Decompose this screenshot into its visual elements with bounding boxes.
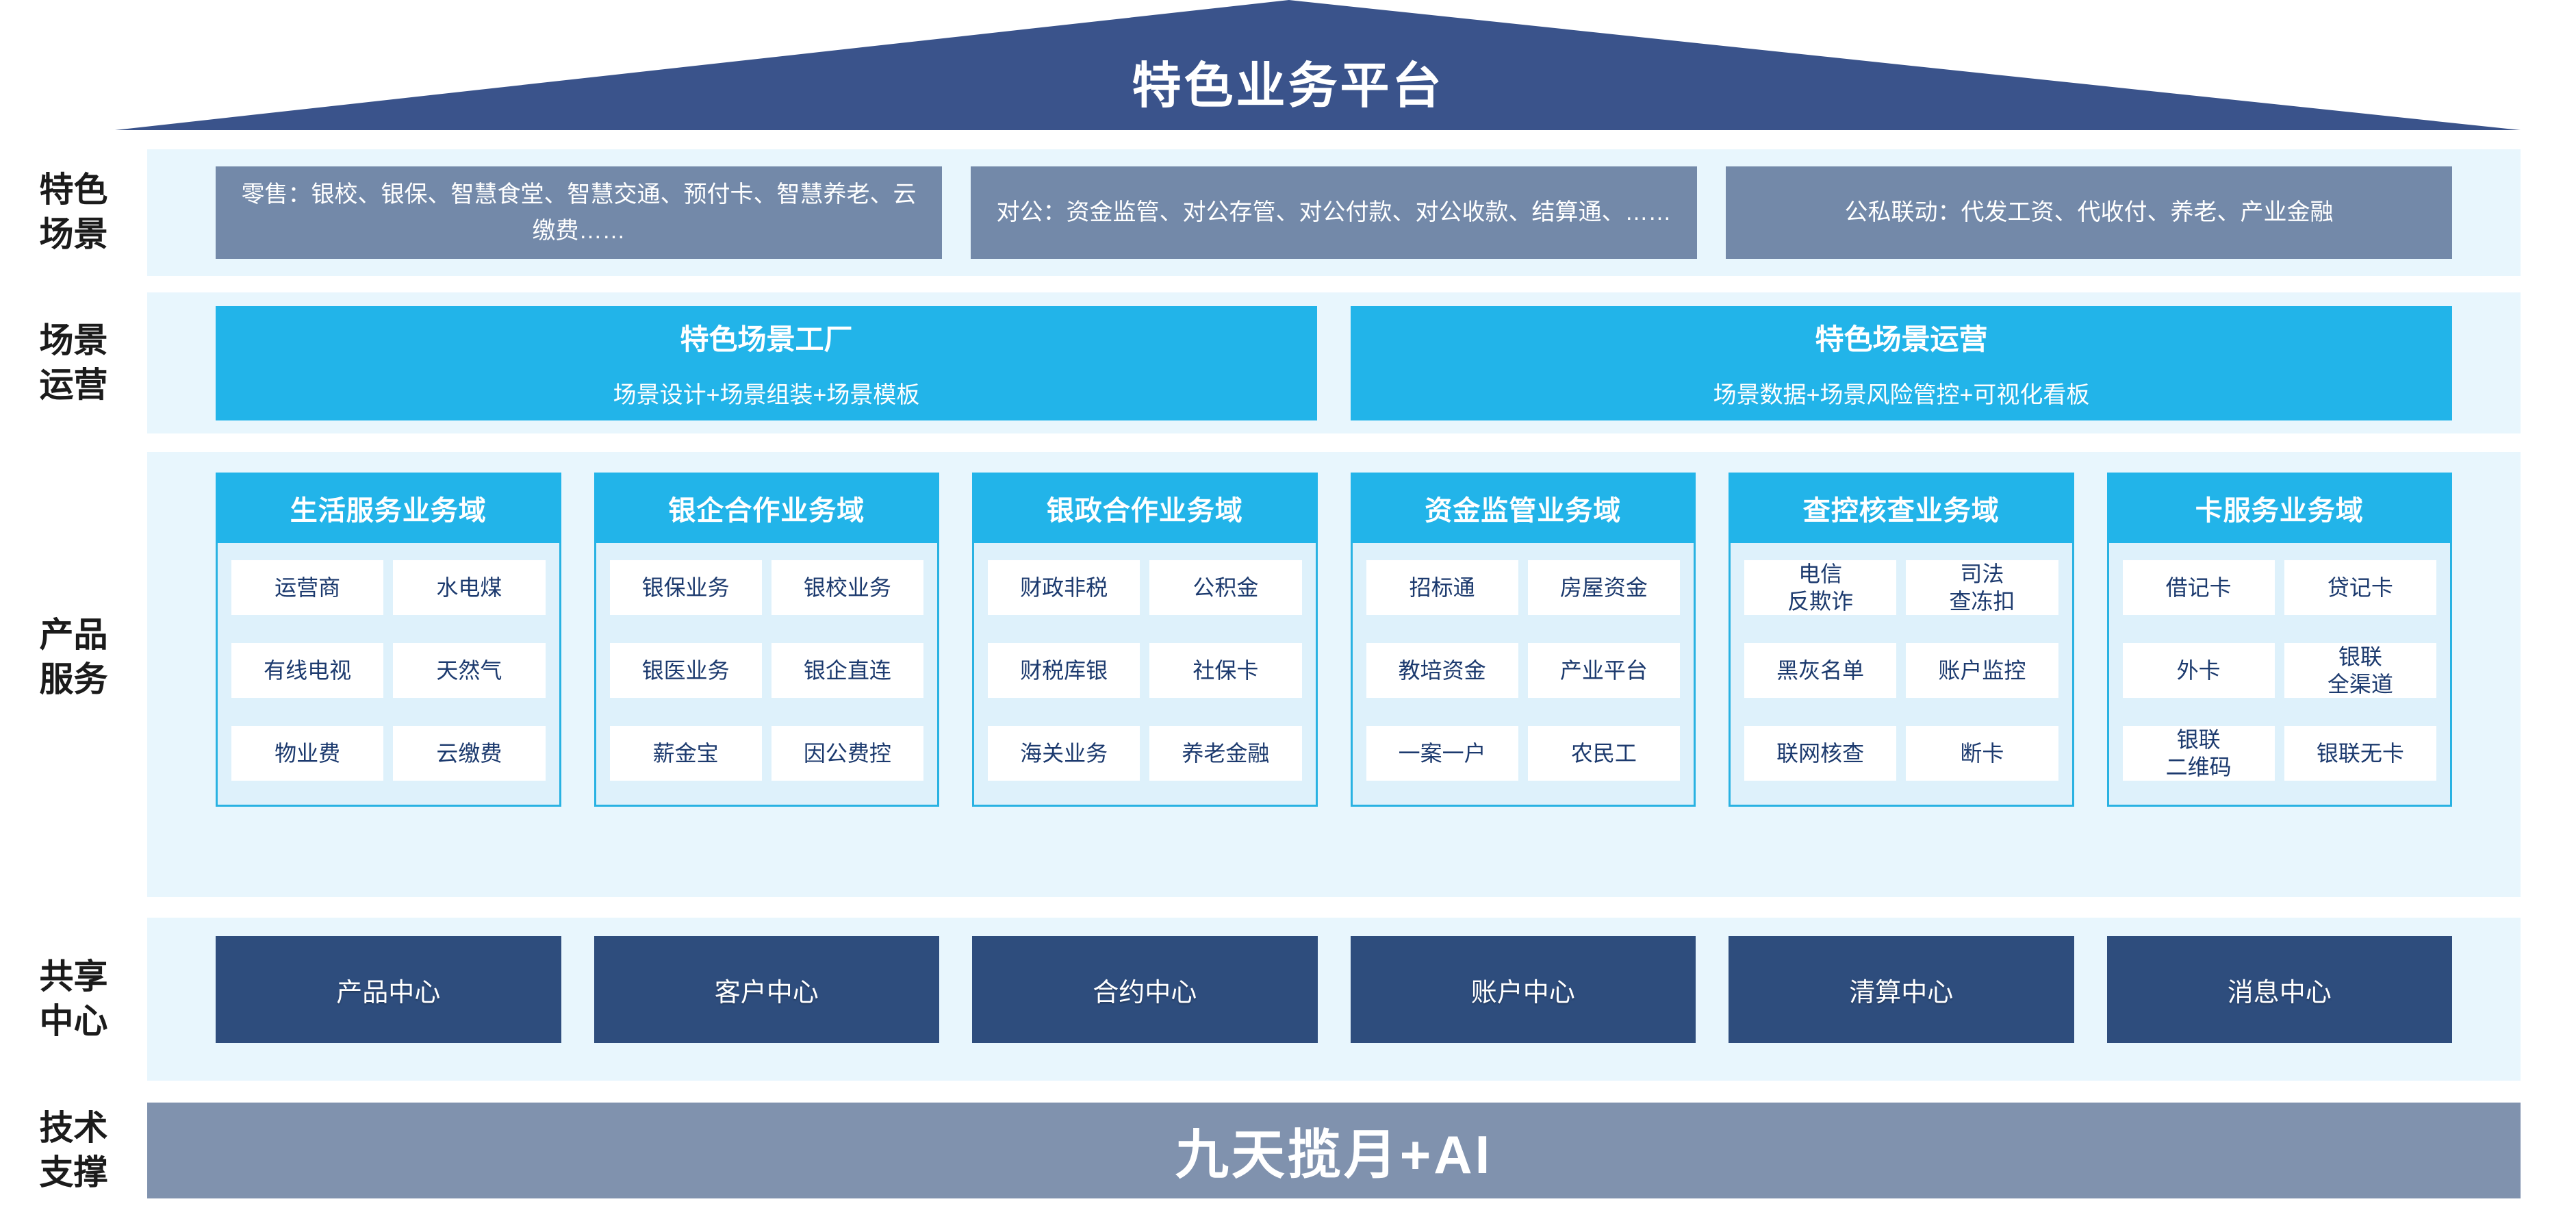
row-label-products: 产品 服务	[39, 616, 108, 699]
domain-item: 养老金融	[1149, 726, 1302, 781]
domain-item: 银企直连	[771, 643, 923, 698]
platform-title: 特色业务平台	[1132, 59, 1444, 114]
domain-header: 银企合作业务域	[594, 473, 939, 543]
domain-item: 有线电视	[231, 643, 384, 698]
shared-center-product: 产品中心	[216, 936, 561, 1043]
domain-header: 资金监管业务域	[1350, 473, 1696, 543]
operation-box-title: 特色场景工厂	[680, 323, 853, 355]
domain-item: 银联无卡	[2284, 726, 2436, 781]
domain-item: 断卡	[1906, 726, 2058, 781]
domain-item: 联网核查	[1744, 726, 1897, 781]
operation-box-factory: 特色场景工厂 场景设计+场景组装+场景模板	[216, 305, 1317, 420]
domain-item: 外卡	[2122, 643, 2275, 698]
product-domain-card-services: 卡服务业务域 借记卡 贷记卡 外卡 银联 全渠道 银联 二维码 银联无卡	[2106, 473, 2452, 807]
domain-item: 农民工	[1527, 726, 1680, 781]
operation-box-operation: 特色场景运营 场景数据+场景风险管控+可视化看板	[1351, 305, 2452, 420]
domain-item: 银保业务	[609, 560, 762, 615]
operation-box-title: 特色场景运营	[1815, 323, 1988, 355]
domain-item: 物业费	[231, 726, 384, 781]
domain-item: 银联 全渠道	[2284, 643, 2436, 698]
domain-body: 运营商 水电煤 有线电视 天然气 物业费 云缴费	[216, 543, 561, 807]
domain-body: 银保业务 银校业务 银医业务 银企直连 薪金宝 因公费控	[594, 543, 939, 807]
domain-item: 产业平台	[1527, 643, 1680, 698]
scene-box-retail: 零售：银校、银保、智慧食堂、智慧交通、预付卡、智慧养老、云缴费……	[216, 166, 942, 259]
product-domain-life-services: 生活服务业务域 运营商 水电煤 有线电视 天然气 物业费 云缴费	[216, 473, 561, 807]
domain-item: 电信 反欺诈	[1744, 560, 1897, 615]
products-band: 生活服务业务域 运营商 水电煤 有线电视 天然气 物业费 云缴费 银企合作业务域…	[147, 452, 2521, 897]
domain-item: 财政非税	[988, 560, 1140, 615]
tech-bar: 九天揽月+AI	[147, 1103, 2521, 1198]
domain-item: 房屋资金	[1527, 560, 1680, 615]
shared-center-clearing: 清算中心	[1729, 936, 2074, 1043]
shared-center-contract: 合约中心	[972, 936, 1318, 1043]
product-domain-bank-enterprise: 银企合作业务域 银保业务 银校业务 银医业务 银企直连 薪金宝 因公费控	[594, 473, 939, 807]
domain-header: 卡服务业务域	[2106, 473, 2452, 543]
domain-item: 一案一户	[1366, 726, 1518, 781]
domain-item: 天然气	[393, 643, 546, 698]
domain-item: 水电煤	[393, 560, 546, 615]
domain-item: 云缴费	[393, 726, 546, 781]
row-label-shared: 共享 中心	[39, 957, 108, 1040]
shared-center-customer: 客户中心	[594, 936, 939, 1043]
product-domain-fund-supervision: 资金监管业务域 招标通 房屋资金 教培资金 产业平台 一案一户 农民工	[1350, 473, 1696, 807]
domain-item: 薪金宝	[609, 726, 762, 781]
domain-item: 公积金	[1149, 560, 1302, 615]
domain-body: 借记卡 贷记卡 外卡 银联 全渠道 银联 二维码 银联无卡	[2106, 543, 2452, 807]
domain-body: 财政非税 公积金 财税库银 社保卡 海关业务 养老金融	[972, 543, 1318, 807]
domain-item: 借记卡	[2122, 560, 2275, 615]
domain-item: 银联 二维码	[2122, 726, 2275, 781]
domain-header: 查控核查业务域	[1729, 473, 2074, 543]
domain-body: 招标通 房屋资金 教培资金 产业平台 一案一户 农民工	[1350, 543, 1696, 807]
domain-item: 司法 查冻扣	[1906, 560, 2058, 615]
domain-item: 银校业务	[771, 560, 923, 615]
domain-body: 电信 反欺诈 司法 查冻扣 黑灰名单 账户监控 联网核查 断卡	[1729, 543, 2074, 807]
domain-item: 社保卡	[1149, 643, 1302, 698]
shared-center-message: 消息中心	[2106, 936, 2452, 1043]
domain-header: 生活服务业务域	[216, 473, 561, 543]
domain-header: 银政合作业务域	[972, 473, 1318, 543]
domain-item: 运营商	[231, 560, 384, 615]
domain-item: 贷记卡	[2284, 560, 2436, 615]
row-label-scenes: 特色 场景	[39, 171, 108, 253]
row-label-operations: 场景 运营	[39, 321, 108, 404]
operations-band: 特色场景工厂 场景设计+场景组装+场景模板 特色场景运营 场景数据+场景风险管控…	[147, 292, 2521, 433]
domain-item: 教培资金	[1366, 643, 1518, 698]
tech-platform-label: 九天揽月+AI	[1175, 1124, 1493, 1185]
operation-box-subtitle: 场景设计+场景组装+场景模板	[613, 382, 920, 408]
domain-item: 黑灰名单	[1744, 643, 1897, 698]
domain-item: 财税库银	[988, 643, 1140, 698]
operation-box-subtitle: 场景数据+场景风险管控+可视化看板	[1713, 382, 2090, 408]
product-domain-inspection: 查控核查业务域 电信 反欺诈 司法 查冻扣 黑灰名单 账户监控 联网核查 断卡	[1729, 473, 2074, 807]
domain-item: 招标通	[1366, 560, 1518, 615]
shared-band: 产品中心 客户中心 合约中心 账户中心 清算中心 消息中心	[147, 918, 2521, 1081]
scene-box-linkage: 公私联动：代发工资、代收付、养老、产业金融	[1726, 166, 2452, 259]
domain-item: 因公费控	[771, 726, 923, 781]
domain-item: 海关业务	[988, 726, 1140, 781]
shared-center-account: 账户中心	[1350, 936, 1696, 1043]
product-domain-bank-government: 银政合作业务域 财政非税 公积金 财税库银 社保卡 海关业务 养老金融	[972, 473, 1318, 807]
domain-item: 银医业务	[609, 643, 762, 698]
scene-box-corporate: 对公：资金监管、对公存管、对公付款、对公收款、结算通、……	[971, 166, 1697, 259]
scenes-band: 零售：银校、银保、智慧食堂、智慧交通、预付卡、智慧养老、云缴费…… 对公：资金监…	[147, 149, 2521, 276]
domain-item: 账户监控	[1906, 643, 2058, 698]
row-label-tech: 技术 支撑	[39, 1109, 108, 1192]
